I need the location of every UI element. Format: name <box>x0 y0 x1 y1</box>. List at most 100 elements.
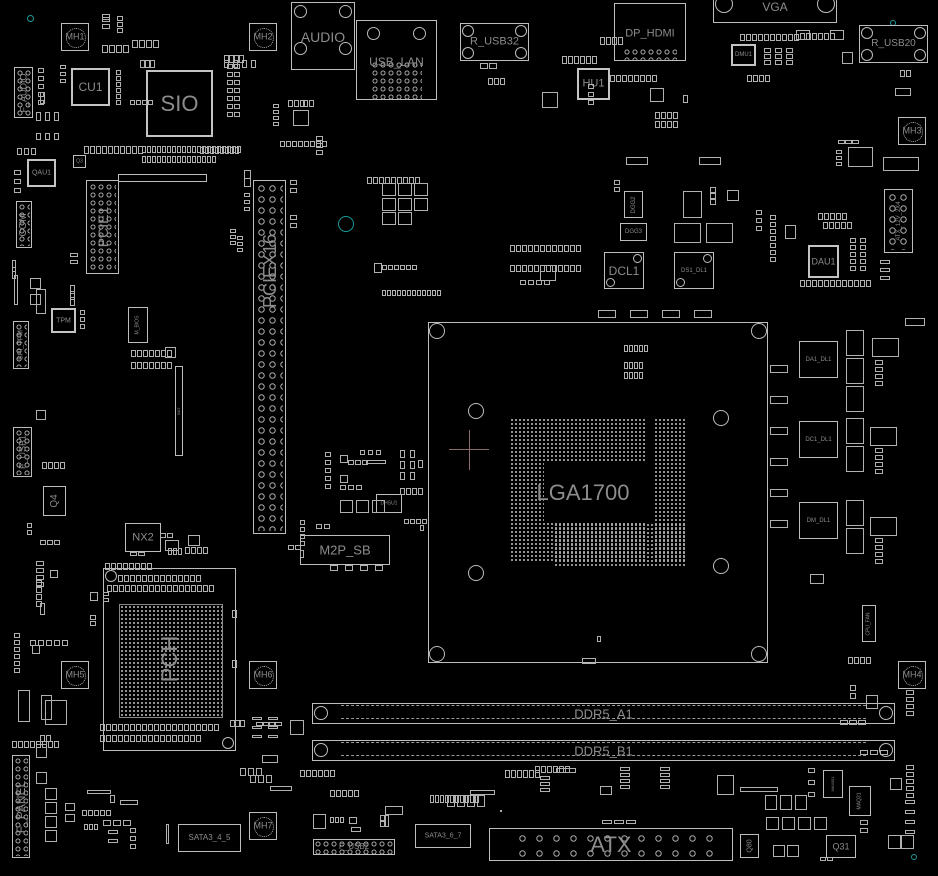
smd-pad <box>870 750 878 755</box>
smd-pad <box>227 80 233 85</box>
smd-pad <box>54 741 59 748</box>
smd-pad <box>382 290 386 296</box>
smd-pad <box>150 60 155 68</box>
header-cpu-fan[interactable]: CPU_FAN <box>862 605 876 642</box>
smd-pad <box>42 462 47 469</box>
smd-pad <box>14 188 21 193</box>
smd-pad <box>126 146 131 154</box>
header-f-panel[interactable]: F_PANEL <box>12 755 30 858</box>
smd-pad <box>875 462 883 467</box>
chip-dgg2[interactable]: DGG2 <box>624 191 643 218</box>
inductor-dcl1[interactable]: DCL1 <box>604 252 644 289</box>
header-spi-tpm[interactable]: SPI_TPM <box>13 321 29 369</box>
smd-pad <box>227 112 233 117</box>
chip-dhsu1[interactable]: DHSU1 <box>376 494 402 513</box>
smd-pad <box>178 548 182 555</box>
smd-pad <box>14 179 21 184</box>
chip-pch[interactable]: PCH <box>103 568 236 751</box>
connector-usb-lan[interactable]: USB_LAN <box>356 20 437 101</box>
chip-tpm[interactable]: TPM <box>51 308 76 333</box>
mounting-hole-mh3[interactable]: MH3 <box>898 117 926 145</box>
header-pcie1[interactable]: PCIE1 <box>86 180 119 274</box>
smd-pad <box>212 156 216 163</box>
smd-pad <box>858 720 866 725</box>
connector-atx[interactable]: ATX <box>489 828 733 861</box>
header-f-audio[interactable]: F_AUDIO <box>14 67 33 118</box>
chip-dmu1[interactable]: DMU1 <box>731 44 756 66</box>
inductor-da1-dl1[interactable]: DA1_DL1 <box>799 341 838 378</box>
connector-r-usb20[interactable]: R_USB20 <box>859 25 928 63</box>
smd-pad <box>808 780 815 785</box>
chip-dau1[interactable]: DAU1 <box>808 245 839 278</box>
transistor-q4[interactable]: Q4 <box>43 486 66 516</box>
smd-pad <box>162 146 166 153</box>
smd-pad <box>46 735 51 742</box>
inductor-ds1-dl1[interactable]: DS1_DL1 <box>674 252 714 289</box>
smd-pad <box>234 72 240 77</box>
header-f-usb1[interactable]: F_USB1 <box>13 427 32 477</box>
cpu-socket-lga1700[interactable]: LGA1700 <box>428 322 768 663</box>
smd-pad <box>775 54 782 59</box>
chip-ma4001[interactable]: MA4001 <box>823 770 843 798</box>
smd-pad <box>148 575 153 582</box>
connector-vga[interactable]: VGA <box>713 0 837 23</box>
smd-pad <box>905 810 915 814</box>
smd-pad <box>182 156 186 163</box>
smd-pad <box>70 285 75 294</box>
mounting-hole-mh7[interactable]: MH7 <box>249 812 277 840</box>
mounting-hole-mh2[interactable]: MH2 <box>249 23 277 51</box>
smd-pad <box>644 345 648 352</box>
transistor-q80[interactable]: Q80 <box>740 834 759 858</box>
connector-sata3-6-7[interactable]: SATA3_6_7 <box>415 824 471 848</box>
crystal-nx2[interactable]: NX2 <box>125 523 161 552</box>
inductor-dc1-dl1[interactable]: DC1_DL1 <box>799 421 838 458</box>
connector-sata3-4-5[interactable]: SATA3_4_5 <box>178 824 241 852</box>
transistor-q3[interactable]: Q3 <box>73 155 86 168</box>
smd-pad <box>109 45 115 53</box>
mounting-hole-mh5[interactable]: MH5 <box>61 661 89 689</box>
battery-bat[interactable]: BAT <box>175 366 183 456</box>
smd-pad <box>875 469 883 474</box>
slot-pciex16[interactable]: PCIEX16 <box>253 180 286 534</box>
header-com[interactable]: COM <box>16 201 32 248</box>
smd-pad <box>780 795 792 810</box>
chip-maq31[interactable]: MAQ31 <box>849 786 871 816</box>
smd-pad <box>80 324 85 329</box>
chip-cu1[interactable]: CU1 <box>71 68 110 106</box>
smd-pad <box>202 156 206 163</box>
slot-ddr5-a1[interactable]: DDR5_A1 <box>312 703 895 724</box>
header-f-usb2[interactable]: F_USB2 <box>313 839 395 855</box>
smd-pad <box>823 222 828 229</box>
smd-pad <box>143 585 148 592</box>
smd-pad <box>116 94 121 99</box>
smd-pad <box>288 545 294 550</box>
smd-pad <box>36 582 44 587</box>
smd-pad <box>776 34 781 41</box>
smd-pad <box>235 720 240 727</box>
connector-atx-12v[interactable]: ATX_12V_2X4 <box>884 189 913 253</box>
connector-dp-hdmi[interactable]: DP_HDMI <box>614 3 686 61</box>
chip-sio[interactable]: SIO <box>146 70 213 137</box>
connector-audio[interactable]: AUDIO <box>291 2 355 70</box>
chip-dgg3[interactable]: DGG3 <box>620 223 647 241</box>
smd-pad <box>410 450 415 458</box>
chip-hu1[interactable]: HU1 <box>577 68 610 100</box>
smd-pad <box>166 735 171 742</box>
mounting-hole-mh1[interactable]: MH1 <box>61 23 89 51</box>
chip-qau1[interactable]: QAU1 <box>27 159 56 187</box>
slot-ddr5-b1[interactable]: DDR5_B1 <box>312 740 895 761</box>
smd-pad <box>860 828 868 833</box>
chip-m-bios[interactable]: M_BIOS <box>128 307 148 343</box>
smd-pad <box>220 147 224 154</box>
smd-pad <box>848 657 853 664</box>
slot-m2p-sb[interactable]: M2P_SB <box>300 535 390 565</box>
smd-pad <box>273 122 279 126</box>
smd-pad <box>630 310 648 318</box>
inductor-dm-dl1[interactable]: DM_DL1 <box>799 502 838 539</box>
smd-pad <box>230 235 236 239</box>
transistor-q31[interactable]: Q31 <box>826 835 856 858</box>
connector-r-usb32[interactable]: R_USB32 <box>460 23 529 61</box>
mounting-hole-mh6[interactable]: MH6 <box>249 661 277 689</box>
mounting-hole-mh4[interactable]: MH4 <box>898 661 926 689</box>
smd-pad <box>905 800 915 804</box>
